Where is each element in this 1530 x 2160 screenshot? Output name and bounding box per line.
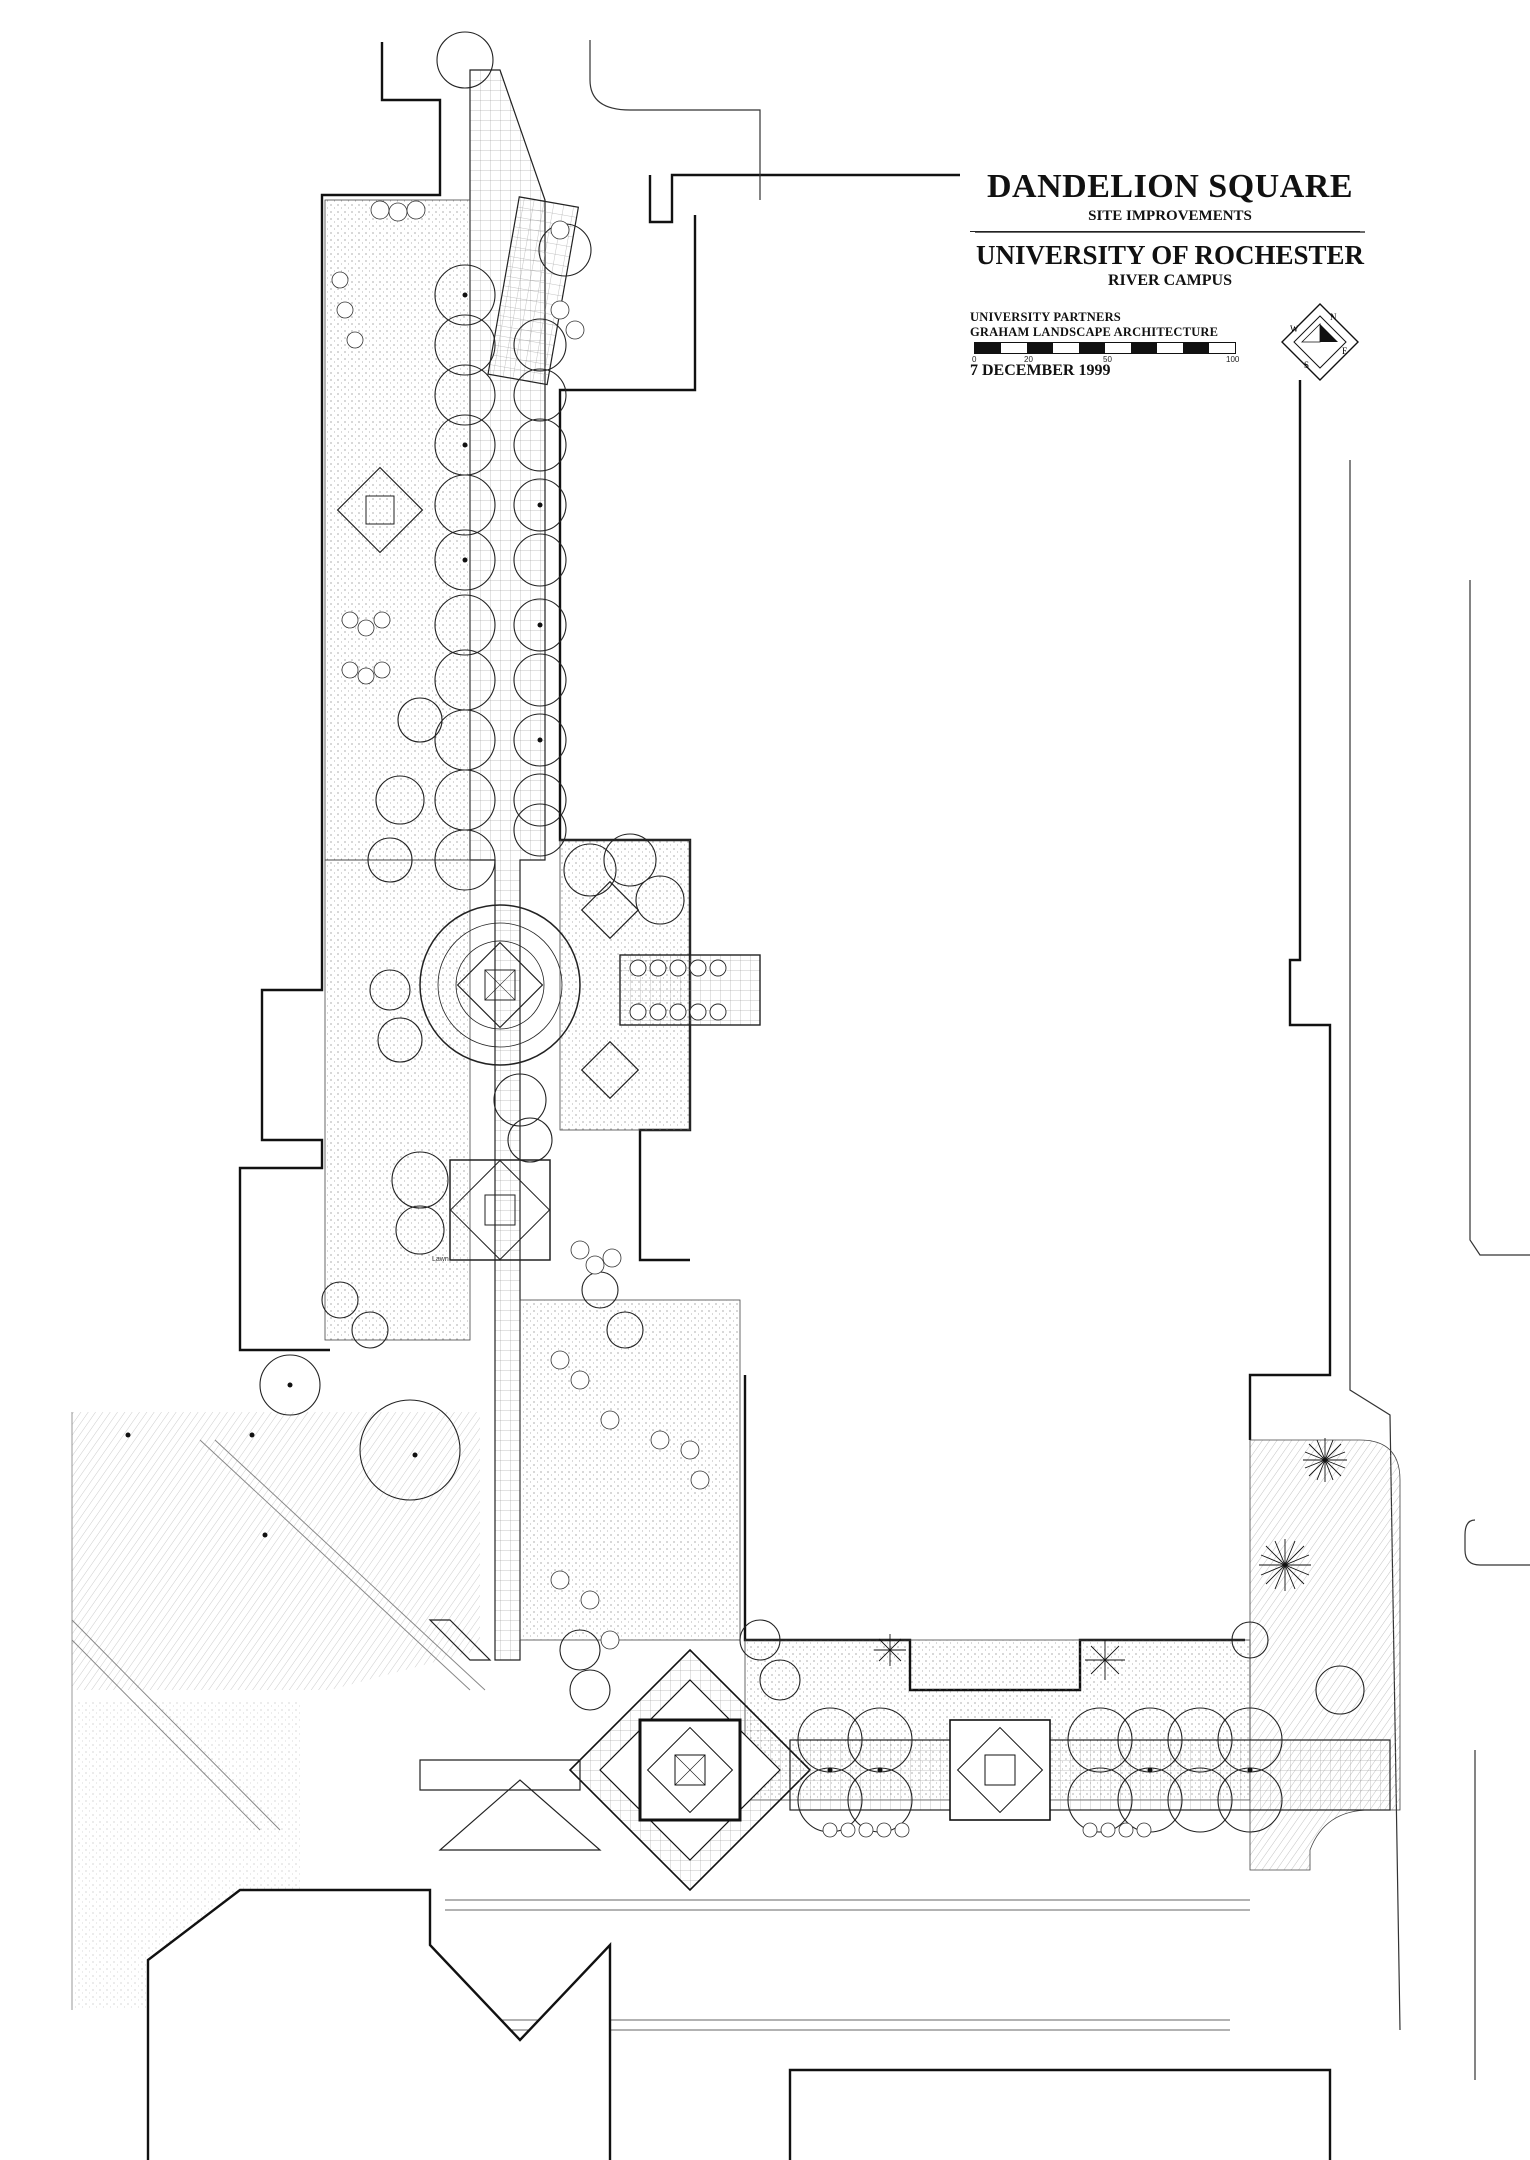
title-divider <box>970 231 1360 232</box>
north-arrow-icon: N E S W <box>1281 303 1359 381</box>
date-block: 7 DECEMBER 1999 <box>970 362 1370 380</box>
project-title: DANDELION SQUARE <box>987 168 1353 205</box>
trees <box>259 31 1365 1833</box>
tree-trunks <box>125 292 1253 1773</box>
east-terrace <box>619 954 761 1026</box>
scale-tick-50: 50 <box>1103 355 1112 364</box>
east-promenade <box>445 1719 1391 2031</box>
north-letter: N <box>1330 312 1337 322</box>
diamond-plazas <box>336 466 640 1261</box>
firm-line-2: GRAHAM LANDSCAPE ARCHITECTURE <box>970 325 1219 339</box>
project-subtitle: SITE IMPROVEMENTS <box>1088 208 1252 224</box>
scale-bar <box>974 342 1236 354</box>
east-letter: E <box>1342 346 1348 356</box>
ornamental-grasses <box>874 1438 1347 1680</box>
shrubs <box>331 200 1152 1838</box>
title-block: DANDELION SQUARE SITE IMPROVEMENTS UNIVE… <box>970 168 1370 340</box>
south-letter: S <box>1304 360 1309 370</box>
campus-name: RIVER CAMPUS <box>1108 272 1232 289</box>
west-letter: W <box>1290 324 1299 334</box>
firm-line-1: UNIVERSITY PARTNERS <box>970 310 1121 324</box>
south-west-walk <box>419 1619 602 1851</box>
scale-tick-0: 0 <box>972 355 977 364</box>
south-plaza <box>568 1648 812 1892</box>
client-name: UNIVERSITY OF ROCHESTER <box>975 240 1365 270</box>
south-buildings <box>146 1888 1332 2160</box>
central-plaza <box>419 904 581 1066</box>
scale-tick-100: 100 <box>1226 355 1240 364</box>
scale-tick-20: 20 <box>1024 355 1033 364</box>
drawing-date: 7 DECEMBER 1999 <box>970 362 1111 379</box>
lawn-label: Lawn <box>432 1256 449 1263</box>
